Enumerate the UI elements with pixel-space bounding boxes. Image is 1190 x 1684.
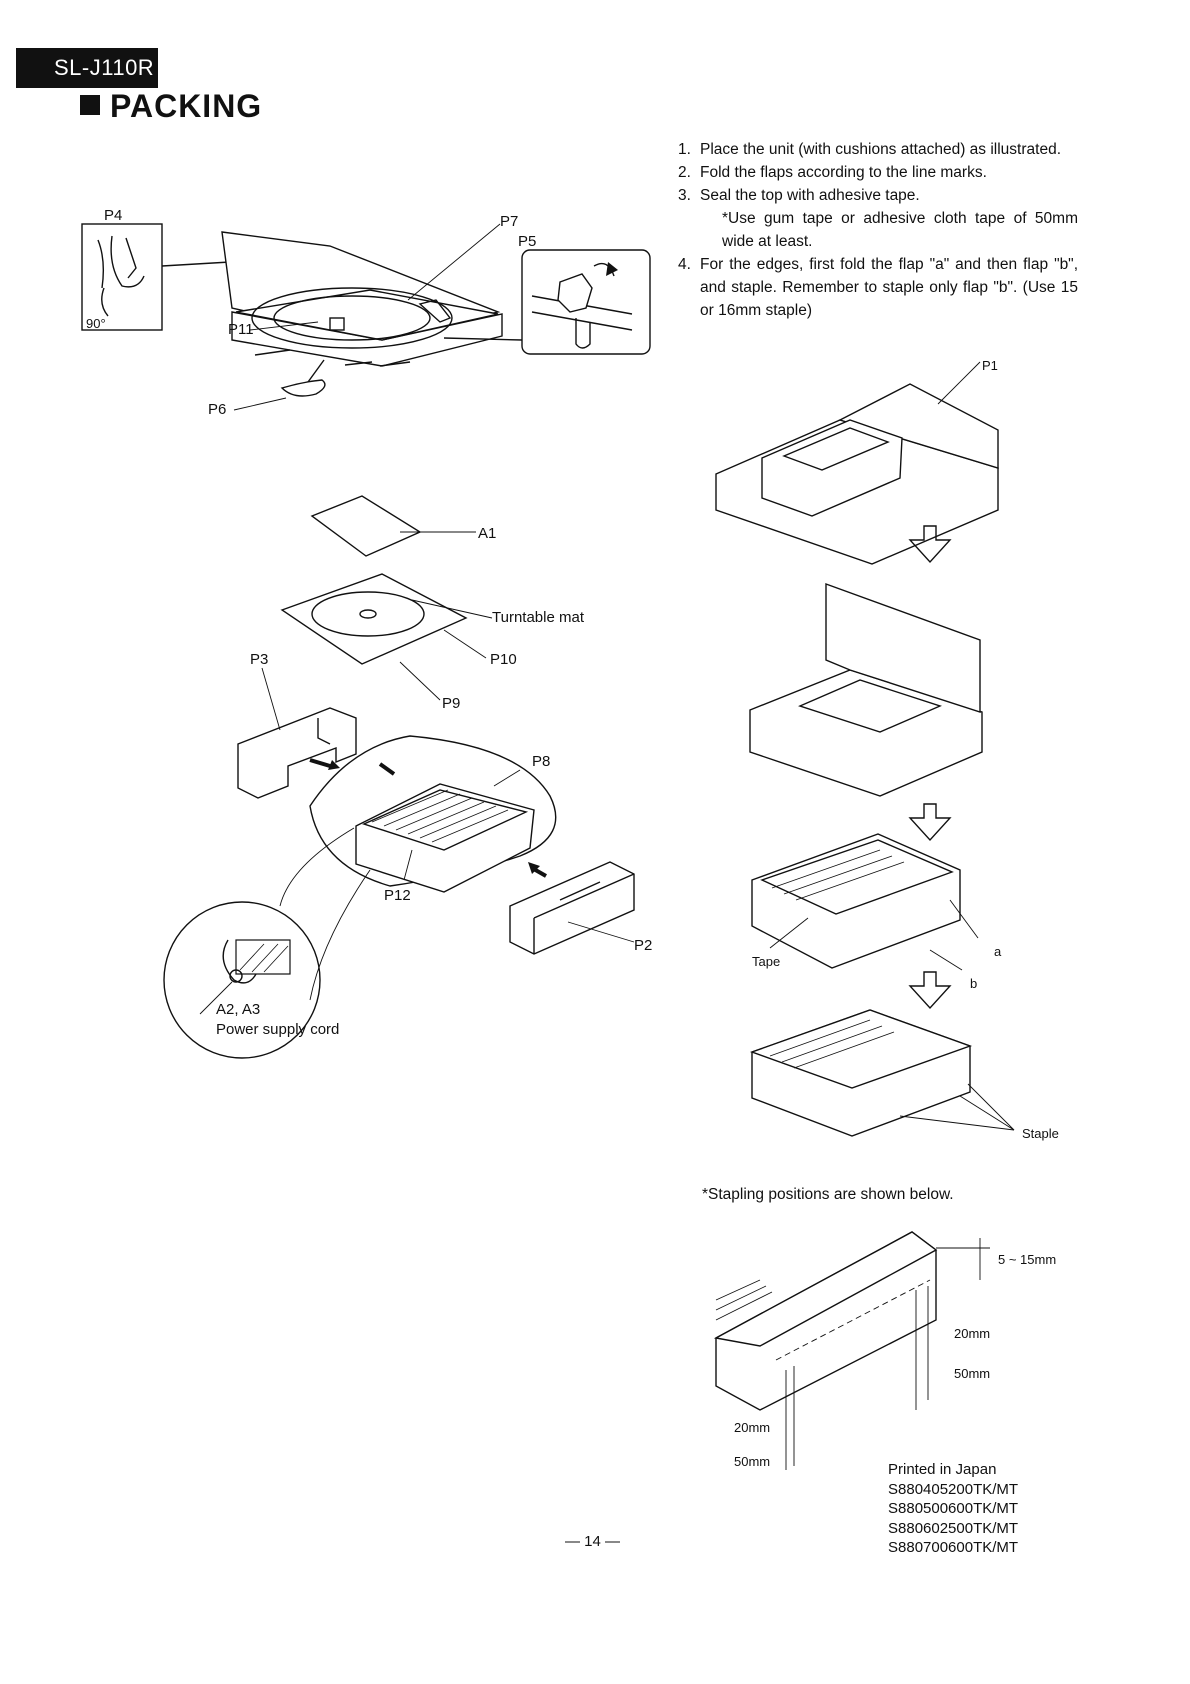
down-arrow-3 (908, 971, 952, 1010)
step-text: Fold the flaps according to the line mar… (700, 164, 987, 181)
p11-block (329, 317, 345, 331)
model-tag: SL-J110R (16, 48, 158, 88)
label-turntable-mat: Turntable mat (492, 609, 585, 626)
power-cord-detail (163, 901, 321, 1059)
step-text: For the edges, first fold the flap "a" a… (700, 256, 1078, 319)
a1-booklet (310, 495, 422, 557)
label-p11: P11 (228, 321, 254, 338)
label-p4: P4 (104, 207, 122, 224)
step-2: 2. Fold the flaps according to the line m… (678, 161, 1078, 184)
turntable-mat (311, 591, 425, 637)
step-text: Place the unit (with cushions attached) … (700, 141, 1061, 158)
label-power-cord: Power supply cord (216, 1021, 339, 1038)
square-bullet-icon (80, 95, 100, 115)
accessory-stack (163, 495, 635, 1059)
down-arrow-2 (908, 803, 952, 842)
figure-labels: P4 90° P7 P5 P11 P6 A1 Turntable mat P10… (86, 207, 1059, 1469)
step-4: 4. For the edges, first fold the flap "a"… (678, 253, 1078, 322)
step-text: Seal the top with adhesive tape. (700, 187, 920, 204)
label-p1: P1 (982, 358, 998, 373)
p6-cushion (280, 379, 326, 397)
label-p5: P5 (518, 233, 536, 250)
label-p6: P6 (208, 401, 226, 418)
p5-detail-box (521, 249, 651, 355)
print-code: S880500600TK/MT (888, 1500, 1019, 1517)
label-p8: P8 (532, 753, 550, 770)
model-number: SL-J110R (54, 55, 155, 80)
step-3: 3. Seal the top with adhesive tape. *Use … (678, 184, 1078, 253)
label-flap-a: a (994, 944, 1002, 959)
label-p10: P10 (490, 651, 517, 668)
label-p12: P12 (384, 887, 411, 904)
platter (251, 287, 453, 349)
label-a2-a3: A2, A3 (216, 1001, 260, 1018)
label-dim-20-left: 20mm (734, 1420, 770, 1435)
label-staple: Staple (1022, 1126, 1059, 1141)
print-code: S880405200TK/MT (888, 1480, 1019, 1498)
page-number: — 14 — (565, 1533, 621, 1550)
tonearm (418, 299, 452, 323)
down-arrow-1 (908, 525, 952, 564)
page-title: PACKING (80, 88, 262, 125)
step-number: 3. (678, 187, 691, 204)
printing-info: Printed in Japan S880405200TK/MT S880500… (888, 1460, 1018, 1558)
page-title-text: PACKING (110, 88, 263, 124)
step-number: 4. (678, 256, 691, 273)
step-number: 1. (678, 141, 691, 158)
label-a1: A1 (478, 525, 496, 542)
printed-in: Printed in Japan (888, 1461, 997, 1478)
print-code: S880602500TK/MT (888, 1519, 1019, 1537)
print-code: S880700600TK/MT (888, 1539, 1019, 1556)
label-dim-5-15: 5 ~ 15mm (998, 1252, 1056, 1267)
turntable-illustration (81, 223, 651, 411)
step-number: 2. (678, 164, 691, 181)
label-flap-b: b (970, 976, 977, 991)
p3-cushion (237, 707, 357, 799)
p2-cushion (509, 861, 635, 955)
finger-sketch (125, 237, 137, 279)
stapling-diagram (713, 1231, 990, 1470)
step-subnote: *Use gum tape or adhesive cloth tape of … (722, 210, 1078, 250)
label-tape: Tape (752, 954, 780, 969)
label-angle: 90° (86, 316, 106, 331)
p9-sheet (280, 573, 468, 665)
p8-bag (309, 735, 557, 887)
instruction-list: 1. Place the unit (with cushions attached… (678, 138, 1078, 322)
label-dim-20-right: 20mm (954, 1326, 990, 1341)
stapling-note: *Stapling positions are shown below. (702, 1186, 954, 1203)
label-dim-50-right: 50mm (954, 1366, 990, 1381)
step-1: 1. Place the unit (with cushions attached… (678, 138, 1078, 161)
carton-sequence (715, 361, 1015, 1137)
label-p9: P9 (442, 695, 460, 712)
hand-sketch (97, 235, 145, 317)
label-p7: P7 (500, 213, 518, 230)
clamp-sketch (557, 273, 593, 313)
label-p3: P3 (250, 651, 268, 668)
p4-detail-box (81, 223, 163, 331)
label-p2: P2 (634, 937, 652, 954)
label-dim-50-left: 50mm (734, 1454, 770, 1469)
